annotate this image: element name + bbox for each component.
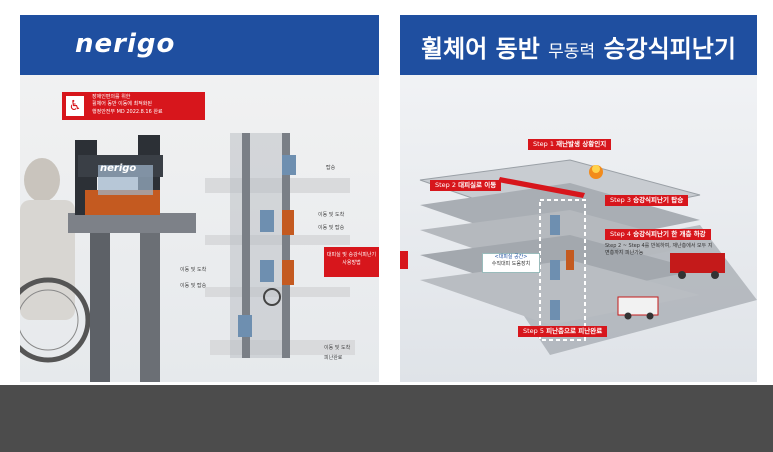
shelter-label: <대피실 공간>	[494, 254, 528, 260]
step-3-tag: Step 3 승강식피난기 탑승	[605, 195, 689, 206]
floor-label-complete: 피난완료	[324, 355, 343, 361]
title-part-a: 휠체어 동반	[421, 35, 540, 63]
bottom-bar	[0, 385, 773, 452]
left-illustration: nerigo	[20, 133, 355, 382]
step-2-text: 대피실로 이동	[458, 181, 497, 189]
floor-label-board-2: 이동 및 탑승	[318, 225, 345, 231]
floor-label-final: 이동 및 도착	[324, 345, 351, 351]
right-title: 휠체어 동반 무동력 승강식피난기	[400, 29, 757, 64]
left-product-panel: nerigo ♿ 장애인편의를 위한 휠체어 동반 이동에 최적화된 행정안전부…	[20, 15, 379, 382]
step-3-text: 승강식피난기 탑승	[633, 196, 684, 204]
device-logo: nerigo	[100, 163, 136, 174]
step-4-tag: Step 4 승강식피난기 한 개층 하강	[605, 229, 711, 240]
step-2-label: Step 2	[435, 181, 457, 189]
step-5-tag: Step 5 피난층으로 피난완료	[518, 326, 608, 337]
floor-label-arrive-1: 이동 및 도착	[318, 212, 345, 218]
title-part-b: 무동력	[548, 42, 596, 62]
step-5-text: 피난층으로 피난완료	[546, 327, 603, 335]
certification-badge: ♿ 장애인편의를 위한 휠체어 동반 이동에 최적화된 행정안전부 MD 202…	[62, 92, 205, 120]
step-4-note: Step 2 ~ Step 4를 반복하여, 재난층에서 모두 지면층까지 피난…	[605, 243, 713, 256]
shelter-label-box: <대피실 공간> 수직대피 도움장치	[482, 253, 540, 273]
nerigo-logo: nerigo	[75, 29, 176, 59]
right-banner: 휠체어 동반 무동력 승강식피난기	[400, 15, 757, 75]
step-3-label: Step 3	[610, 196, 632, 204]
right-process-panel: 휠체어 동반 무동력 승강식피난기 St	[400, 15, 757, 382]
step-1-tag: Step 1 재난발생 상황인지	[528, 139, 612, 150]
side-note-tag: 대피실 및 승강식피난기 사용방법	[324, 247, 379, 277]
accessibility-icon: ♿	[66, 96, 84, 116]
step-2-tag: Step 2 대피실로 이동	[430, 180, 502, 191]
badge-line-2: 휠체어 동반 이동에 최적화된	[92, 101, 152, 107]
title-part-c: 승강식피난기	[603, 35, 736, 63]
floor-label-boarding: 탑승	[326, 165, 336, 171]
badge-line-3: 행정안전부 MD 2022.8.16 완료	[92, 109, 163, 115]
step-1-text: 재난발생 상황인지	[556, 140, 607, 148]
floor-label-board-3: 이동 및 탑승	[180, 283, 207, 289]
side-note-text: 대피실 및 승강식피난기 사용방법	[326, 252, 377, 266]
shelter-sub: 수직대피 도움장치	[491, 261, 531, 267]
floor-label-arrive-2: 이동 및 도착	[180, 267, 207, 273]
left-banner: nerigo	[20, 15, 379, 75]
step-5-label: Step 5	[523, 327, 545, 335]
badge-line-1: 장애인편의를 위한	[92, 94, 131, 100]
step-4-label: Step 4	[610, 230, 632, 238]
step-1-label: Step 1	[533, 140, 555, 148]
step-4-text: 승강식피난기 한 개층 하강	[633, 230, 706, 238]
